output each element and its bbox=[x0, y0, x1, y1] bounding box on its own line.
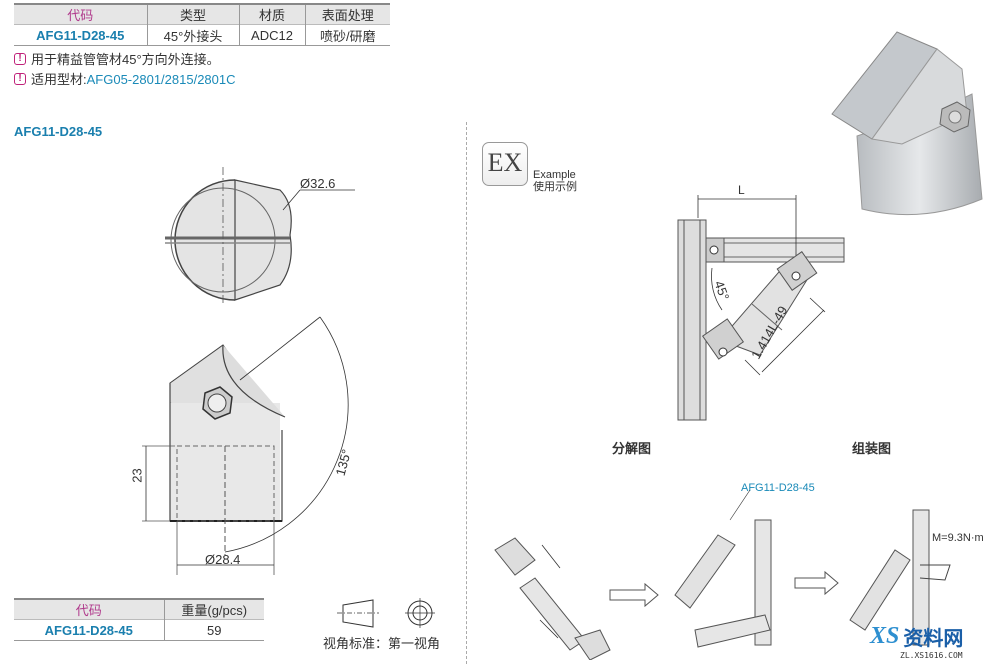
warning-icon: ! bbox=[14, 72, 26, 85]
cell-code: AFG11-D28-45 bbox=[14, 619, 165, 641]
side-view-drawing bbox=[142, 316, 349, 575]
torque-label: M=9.3N·m bbox=[932, 532, 984, 544]
watermark-logo-icon: XS bbox=[870, 623, 900, 649]
watermark-url: ZL.XS1616.COM bbox=[900, 651, 963, 660]
header-type: 类型 bbox=[147, 4, 240, 25]
header-code: 代码 bbox=[14, 599, 165, 620]
example-badge: EX bbox=[482, 142, 528, 186]
cell-material: ADC12 bbox=[239, 24, 306, 46]
weight-table: 代码 重量(g/pcs) AFG11-D28-45 59 bbox=[14, 598, 264, 641]
dim-L: L bbox=[738, 183, 745, 197]
first-angle-projection-icon bbox=[337, 598, 435, 628]
assembly-drawing bbox=[494, 490, 951, 660]
cell-type: 45°外接头 bbox=[147, 24, 240, 46]
profile-link[interactable]: AFG05-2801/2815/2801C bbox=[86, 72, 236, 87]
header-code: 代码 bbox=[14, 4, 148, 25]
table-row: AFG11-D28-45 59 bbox=[14, 619, 264, 641]
example-frame-drawing bbox=[677, 195, 845, 421]
note-text: 用于精益管管材45°方向外连接。 bbox=[31, 52, 220, 67]
cell-surface: 喷砂/研磨 bbox=[305, 24, 390, 46]
dim-height: 23 bbox=[129, 468, 145, 483]
drawing-title: AFG11-D28-45 bbox=[14, 124, 103, 139]
top-view-drawing bbox=[165, 167, 355, 305]
note-text: 适用型材: bbox=[31, 72, 87, 87]
table-row: AFG11-D28-45 45°外接头 ADC12 喷砂/研磨 bbox=[14, 24, 390, 46]
dim-bottom-diameter: Ø28.4 bbox=[205, 552, 241, 567]
dim-top-diameter: Ø32.6 bbox=[300, 176, 336, 191]
cell-weight: 59 bbox=[164, 619, 264, 641]
section-divider bbox=[466, 122, 467, 664]
example-label-cn: 使用示例 bbox=[533, 181, 577, 193]
cell-code: AFG11-D28-45 bbox=[14, 24, 148, 46]
watermark-brand: 资料网 bbox=[903, 628, 964, 650]
example-label: Example 使用示例 bbox=[533, 169, 577, 193]
exploded-view-label: 分解图 bbox=[612, 441, 652, 456]
example-label-en: Example bbox=[533, 169, 576, 181]
header-weight: 重量(g/pcs) bbox=[164, 599, 264, 620]
part-callout: AFG11-D28-45 bbox=[741, 482, 815, 494]
header-material: 材质 bbox=[239, 4, 306, 25]
spec-table: 代码 类型 材质 表面处理 AFG11-D28-45 45°外接头 ADC12 … bbox=[14, 3, 390, 46]
projection-label: 视角标准：第一视角 bbox=[323, 636, 441, 651]
product-photo bbox=[831, 31, 983, 216]
note-profiles: ! 适用型材:AFG05-2801/2815/2801C bbox=[14, 69, 236, 88]
assembled-view-label: 组装图 bbox=[852, 441, 892, 456]
note-usage: ! 用于精益管管材45°方向外连接。 bbox=[14, 49, 220, 68]
warning-icon: ! bbox=[14, 52, 26, 65]
header-surface: 表面处理 bbox=[305, 4, 390, 25]
watermark: XS 资料网 ZL.XS1616.COM bbox=[870, 622, 963, 660]
